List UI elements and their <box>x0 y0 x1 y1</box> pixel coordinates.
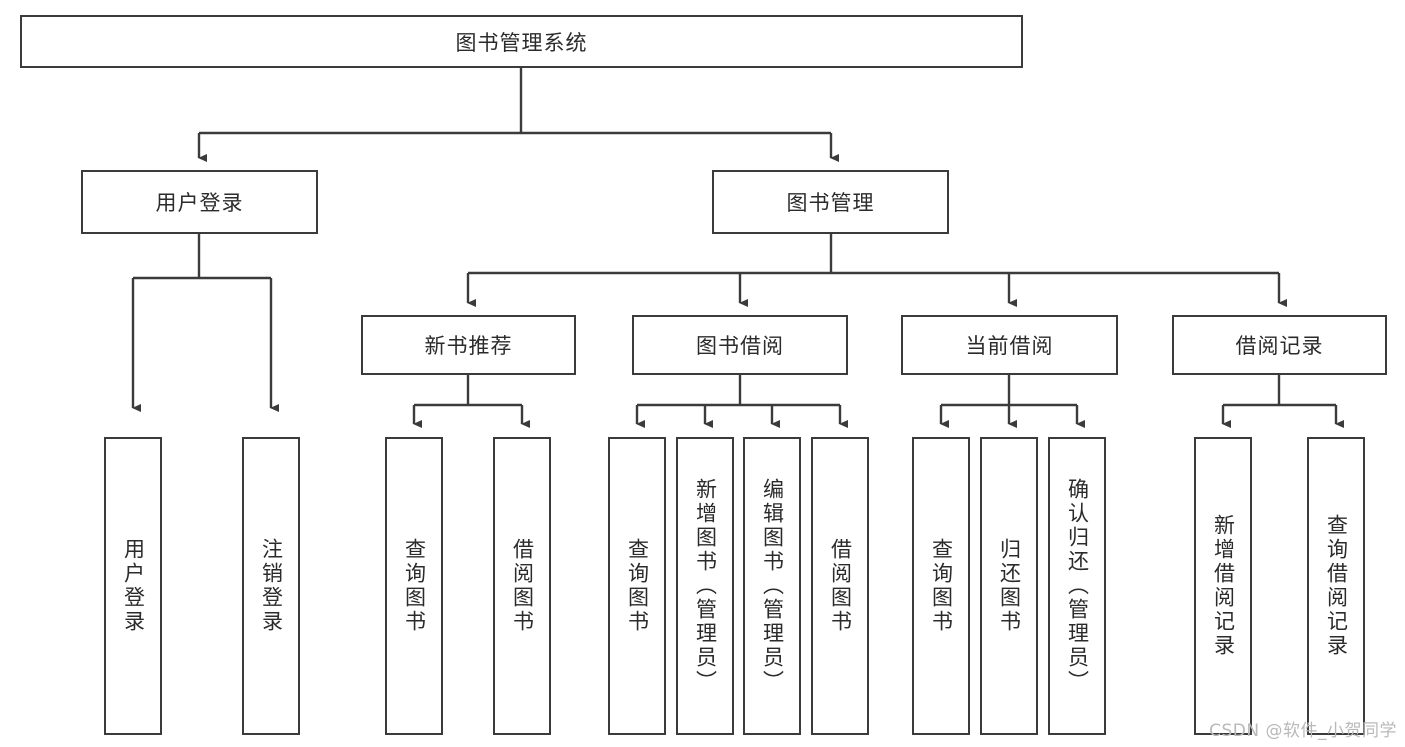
node-label: 图书借阅 <box>696 334 784 358</box>
leaf-recommend-query-book[interactable]: 查询图书 <box>385 437 443 735</box>
node-root-book-management-system[interactable]: 图书管理系统 <box>20 15 1023 68</box>
node-book-management[interactable]: 图书管理 <box>712 170 949 234</box>
node-new-book-recommend[interactable]: 新书推荐 <box>361 315 576 375</box>
leaf-current-return-book[interactable]: 归还图书 <box>980 437 1038 735</box>
node-label: 借阅图书 <box>510 538 535 634</box>
node-label: 用户登录 <box>155 191 244 215</box>
node-label: 查询借阅记录 <box>1324 514 1349 658</box>
node-label: 查询图书 <box>402 538 427 634</box>
node-label: 借阅图书 <box>828 538 853 634</box>
node-label: 注销登录 <box>259 538 284 634</box>
node-label: 查询图书 <box>929 538 954 634</box>
leaf-current-query-book[interactable]: 查询图书 <box>912 437 970 735</box>
node-label: 查询图书 <box>625 538 650 634</box>
node-label: 确认归还（管理员） <box>1065 478 1090 694</box>
leaf-borrow-query-book[interactable]: 查询图书 <box>608 437 666 735</box>
node-borrow-record[interactable]: 借阅记录 <box>1172 315 1387 375</box>
node-label: 新增借阅记录 <box>1211 514 1236 658</box>
node-label: 图书管理系统 <box>455 30 588 55</box>
node-user-login[interactable]: 用户登录 <box>81 170 318 234</box>
node-label: 归还图书 <box>997 538 1022 634</box>
watermark-text: CSDN @软件_小贺同学 <box>1209 721 1397 741</box>
node-label: 编辑图书（管理员） <box>760 478 785 694</box>
leaf-recommend-borrow-book[interactable]: 借阅图书 <box>493 437 551 735</box>
leaf-user-login[interactable]: 用户登录 <box>104 437 162 735</box>
node-label: 用户登录 <box>121 538 146 634</box>
node-label: 当前借阅 <box>965 334 1054 358</box>
node-label: 新书推荐 <box>424 334 513 358</box>
leaf-borrow-borrow-book[interactable]: 借阅图书 <box>811 437 869 735</box>
node-label: 新增图书（管理员） <box>693 478 718 694</box>
leaf-current-confirm-return-admin[interactable]: 确认归还（管理员） <box>1048 437 1106 735</box>
leaf-record-query-borrow-record[interactable]: 查询借阅记录 <box>1307 437 1365 735</box>
leaf-borrow-add-book-admin[interactable]: 新增图书（管理员） <box>676 437 734 735</box>
node-label: 借阅记录 <box>1235 334 1324 358</box>
leaf-borrow-edit-book-admin[interactable]: 编辑图书（管理员） <box>743 437 801 735</box>
leaf-record-add-borrow-record[interactable]: 新增借阅记录 <box>1194 437 1252 735</box>
node-label: 图书管理 <box>786 191 875 215</box>
leaf-user-logout[interactable]: 注销登录 <box>242 437 300 735</box>
node-current-borrow[interactable]: 当前借阅 <box>901 315 1118 375</box>
node-book-borrow[interactable]: 图书借阅 <box>632 315 848 375</box>
